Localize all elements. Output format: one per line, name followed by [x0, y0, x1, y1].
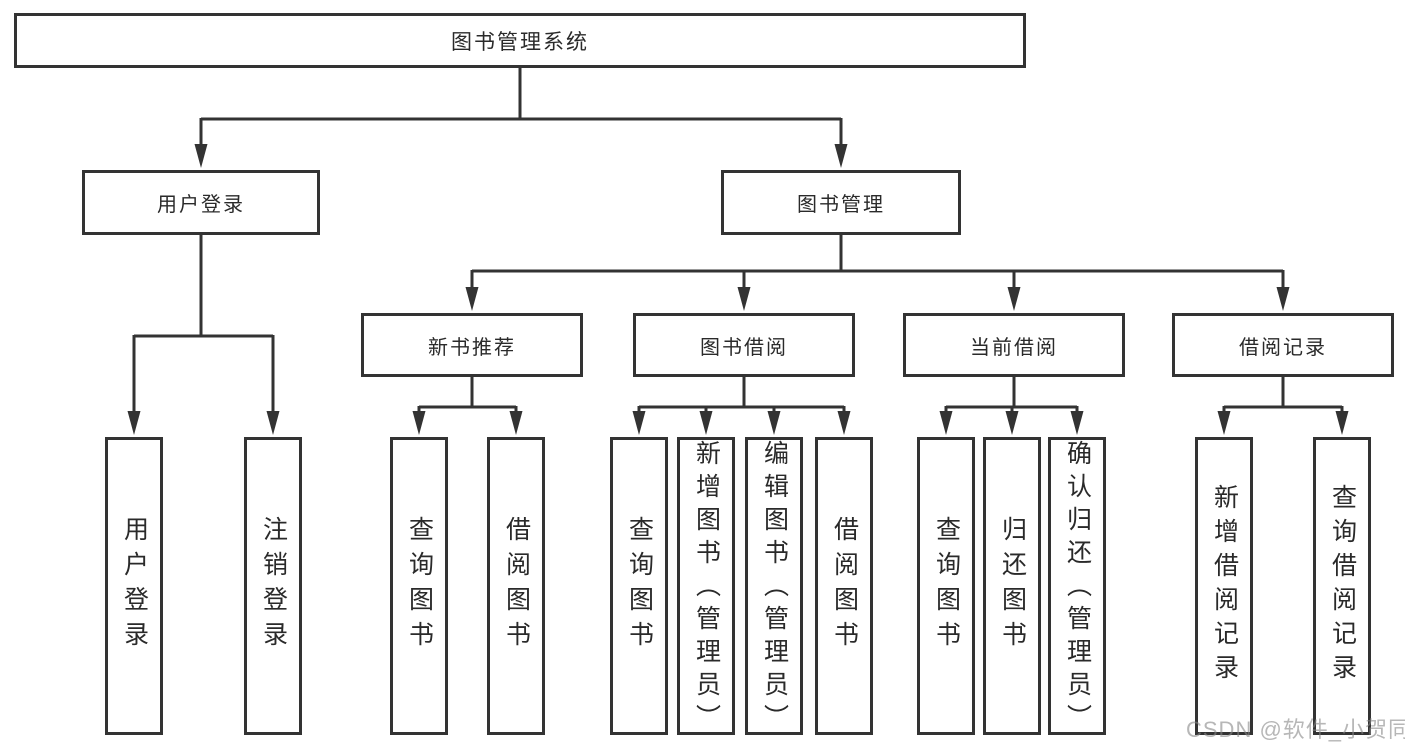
leaf-borrow-books-recommend: 借阅图书	[487, 437, 545, 735]
leaf-return-books: 归还图书	[983, 437, 1041, 735]
leaf-confirm-return-admin: 确认归还（管理员）	[1048, 437, 1106, 737]
node-book-borrowing: 图书借阅	[633, 313, 855, 377]
node-library-management-system: 图书管理系统	[14, 13, 1026, 68]
node-book-management: 图书管理	[721, 170, 961, 235]
leaf-query-books-borrowing: 查询图书	[610, 437, 668, 735]
leaf-query-books-recommend: 查询图书	[390, 437, 448, 735]
leaf-add-book-admin: 新增图书（管理员）	[677, 437, 735, 737]
node-current-borrowing: 当前借阅	[903, 313, 1125, 377]
leaf-logout: 注销登录	[244, 437, 302, 735]
node-new-book-recommendation: 新书推荐	[361, 313, 583, 377]
leaf-query-borrow-record: 查询借阅记录	[1313, 437, 1371, 735]
leaf-add-borrow-record: 新增借阅记录	[1195, 437, 1253, 735]
leaf-borrow-books-borrowing: 借阅图书	[815, 437, 873, 735]
leaf-user-login: 用户登录	[105, 437, 163, 735]
node-user-login: 用户登录	[82, 170, 320, 235]
leaf-edit-book-admin: 编辑图书（管理员）	[745, 437, 803, 737]
csdn-watermark: CSDN @软件_小贺同学	[1186, 717, 1405, 742]
node-borrowing-records: 借阅记录	[1172, 313, 1394, 377]
leaf-query-books-current: 查询图书	[917, 437, 975, 735]
